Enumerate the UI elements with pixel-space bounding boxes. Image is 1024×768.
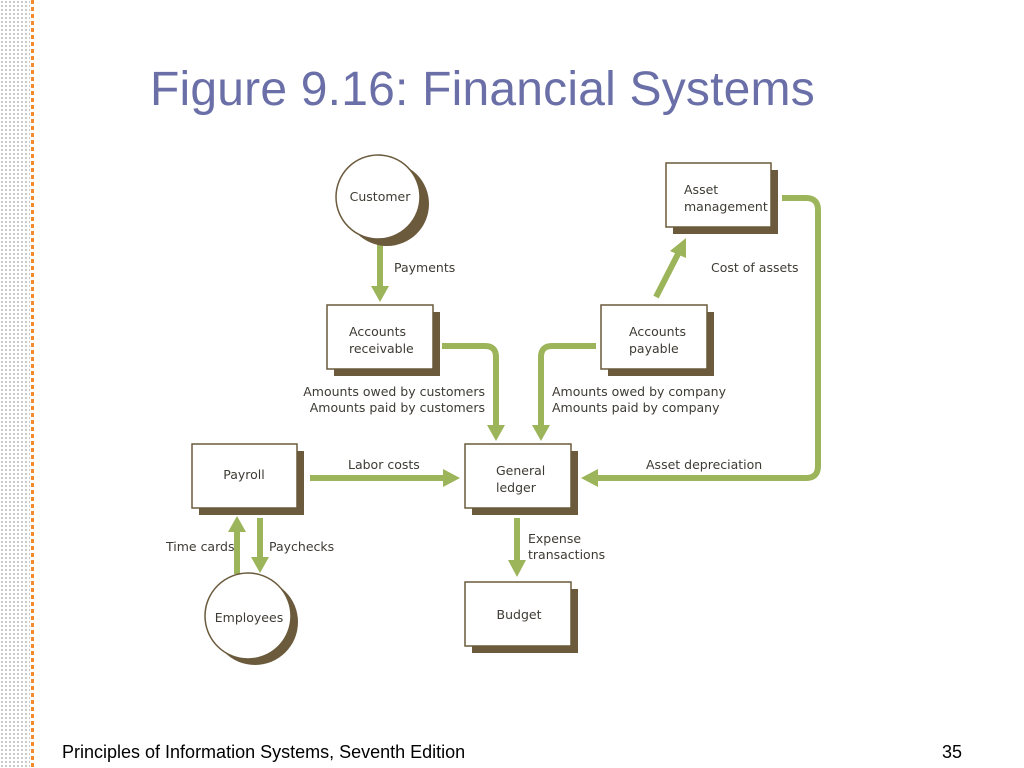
node-employees-label: Employees (215, 610, 283, 625)
node-customer: Customer (335, 154, 429, 246)
label-expense: Expense (528, 531, 581, 546)
label-amounts-paid-by-customers: Amounts paid by customers (310, 400, 485, 415)
page-number: 35 (941, 742, 962, 762)
dotted-margin-decoration (0, 0, 30, 768)
node-general-ledger-line-1: General (496, 463, 545, 478)
flow-expense-transactions (508, 518, 526, 577)
node-accounts-receivable-line-1: Accounts (349, 324, 406, 339)
node-accounts-receivable: Accounts receivable (326, 304, 440, 376)
node-customer-label: Customer (350, 189, 412, 204)
node-employees: Employees (204, 572, 298, 665)
label-payments: Payments (394, 260, 455, 275)
flow-labor-costs (310, 469, 460, 487)
flow-payable-to-ledger (532, 343, 596, 441)
node-asset-management-line-1: Asset (684, 182, 718, 197)
node-budget-label: Budget (497, 607, 542, 622)
flow-time-cards (228, 516, 246, 574)
node-payroll-label: Payroll (223, 467, 265, 482)
label-asset-depreciation: Asset depreciation (646, 457, 762, 472)
label-labor-costs: Labor costs (348, 457, 420, 472)
node-asset-management-line-2: management (684, 199, 768, 214)
node-accounts-payable-line-2: payable (629, 341, 679, 356)
flow-cost-of-assets (653, 238, 686, 299)
orange-dashed-rule (31, 0, 34, 768)
node-accounts-receivable-line-2: receivable (349, 341, 414, 356)
flow-payments (371, 243, 389, 302)
label-paychecks: Paychecks (269, 539, 334, 554)
node-general-ledger-line-2: ledger (496, 480, 537, 495)
node-general-ledger: General ledger (464, 443, 578, 515)
node-budget: Budget (464, 581, 578, 653)
label-amounts-paid-by-company: Amounts paid by company (552, 400, 720, 415)
node-accounts-payable-line-1: Accounts (629, 324, 686, 339)
label-transactions: transactions (528, 547, 605, 562)
node-asset-management: Asset management (665, 162, 778, 234)
footer-book-title: Principles of Information Systems, Seven… (62, 742, 466, 762)
node-accounts-payable: Accounts payable (600, 304, 714, 376)
label-time-cards: Time cards (165, 539, 234, 554)
flow-receivable-to-ledger (442, 343, 505, 441)
flow-asset-depreciation (581, 195, 821, 487)
label-amounts-owed-by-company: Amounts owed by company (552, 384, 727, 399)
flow-paychecks (251, 518, 269, 573)
node-payroll: Payroll (191, 443, 304, 515)
slide-title: Figure 9.16: Financial Systems (150, 63, 815, 116)
label-cost-of-assets: Cost of assets (711, 260, 799, 275)
label-amounts-owed-by-customers: Amounts owed by customers (303, 384, 485, 399)
